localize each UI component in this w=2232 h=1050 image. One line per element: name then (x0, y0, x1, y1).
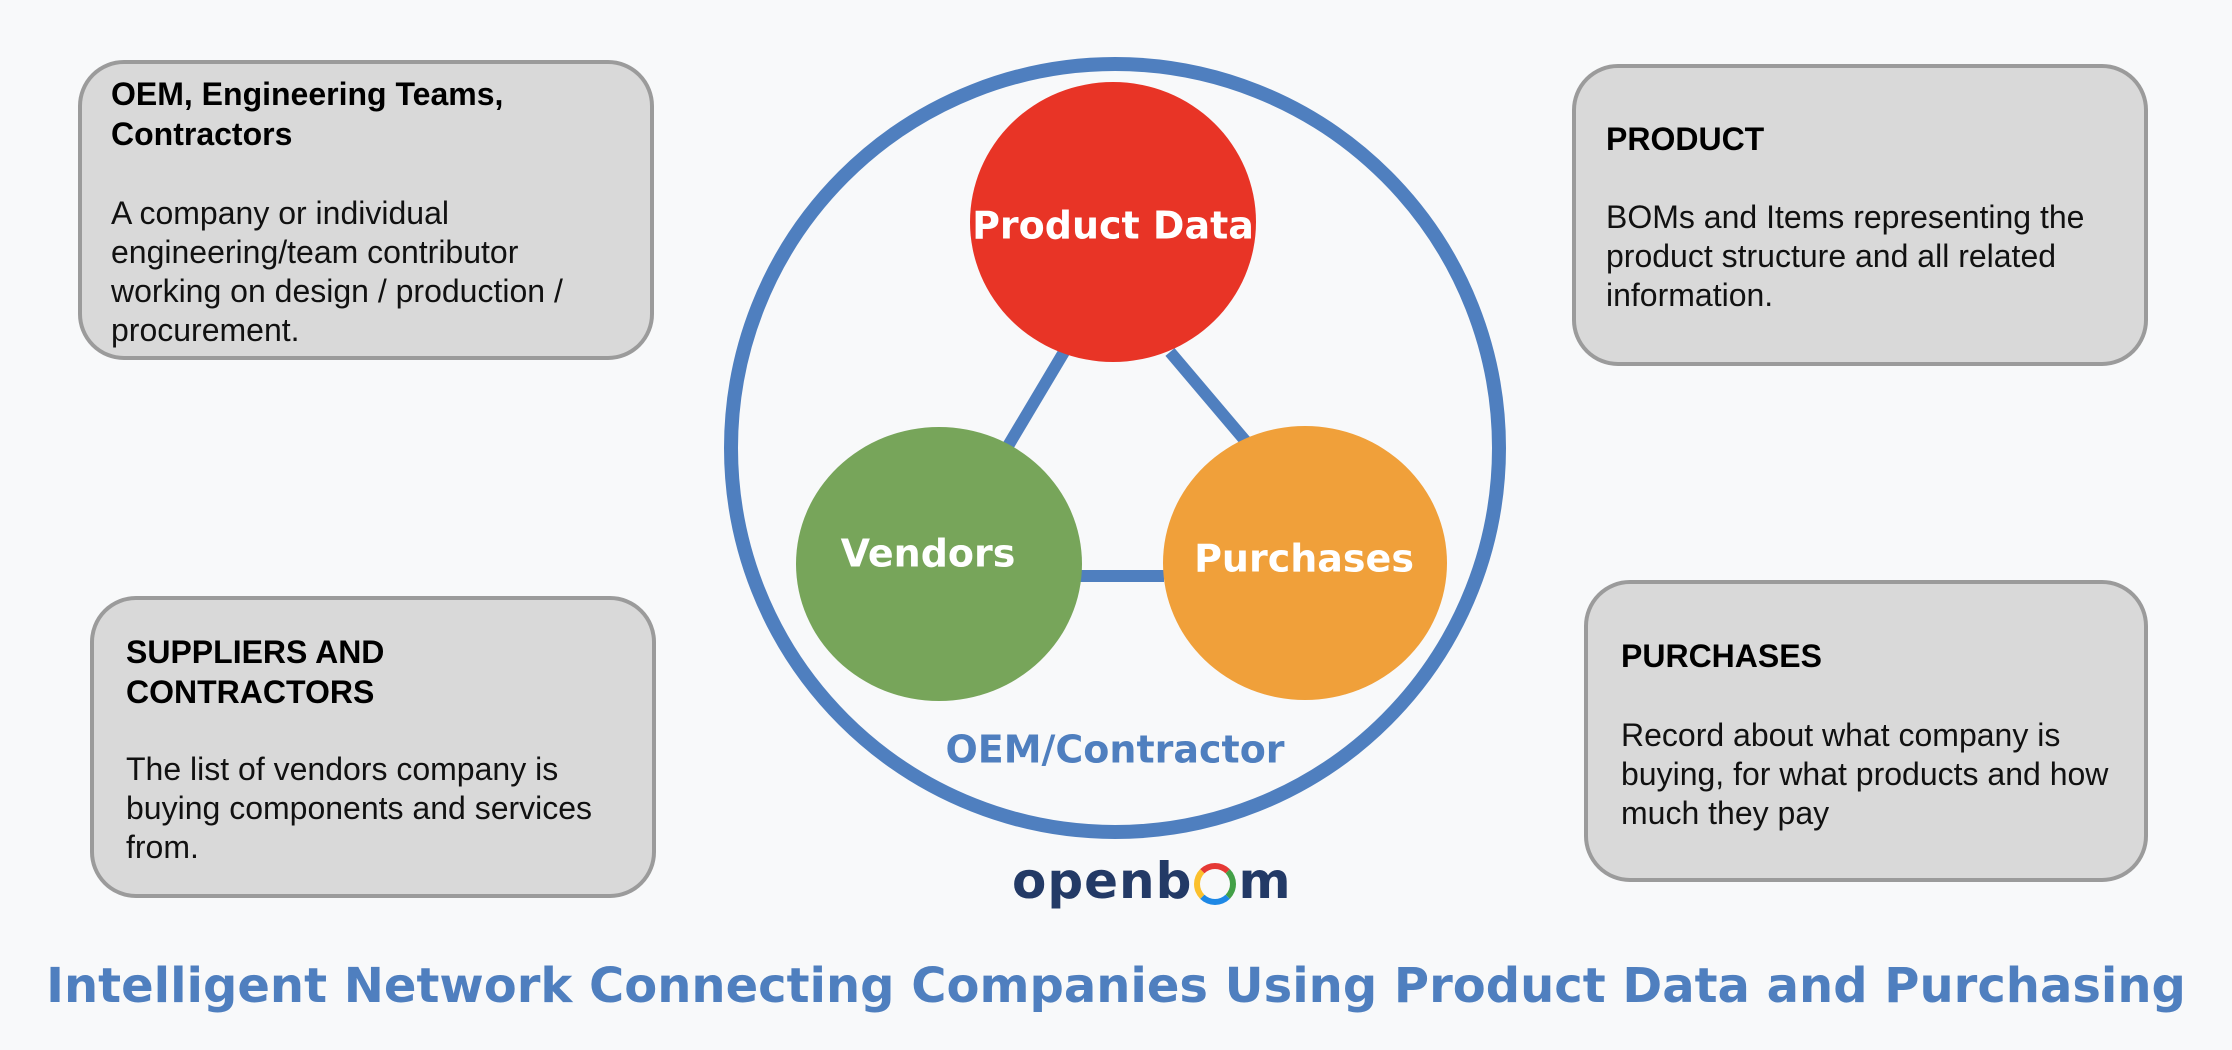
suppliers-card-description: The list of vendors company is buying co… (126, 751, 593, 865)
purchases-node-label: Purchases (1194, 537, 1414, 581)
logo-text-start: openb (1012, 852, 1193, 910)
vendors-node-label: Vendors (841, 532, 1016, 576)
purchases-card-title: PURCHASES (1621, 638, 1822, 674)
ring-label: OEM/Contractor (945, 728, 1284, 772)
connector-product-vendors (1002, 348, 1070, 450)
purchases-node (1163, 426, 1447, 700)
product-data-node-label: Product Data (972, 204, 1254, 248)
product-card-description: BOMs and Items representing the product … (1606, 199, 2085, 313)
purchases-card-description: Record about what company is buying, for… (1621, 717, 2109, 831)
suppliers-card-title: SUPPLIERS AND CONTRACTORS (126, 634, 385, 710)
product-card: PRODUCT BOMs and Items representing the … (1572, 64, 2148, 366)
product-card-title: PRODUCT (1606, 121, 1765, 157)
oem-card: OEM, Engineering Teams, Contractors A co… (78, 60, 654, 360)
logo-text-end: m (1238, 852, 1292, 910)
vendors-node (796, 427, 1082, 701)
connector-product-purchases (1165, 348, 1253, 448)
purchases-card: PURCHASES Record about what company is b… (1584, 580, 2148, 882)
product-data-node (970, 82, 1256, 362)
suppliers-card: SUPPLIERS AND CONTRACTORS The list of ve… (90, 596, 656, 898)
oem-card-description: A company or individual engineering/team… (111, 195, 563, 348)
footer-title: Intelligent Network Connecting Companies… (46, 958, 2186, 1014)
logo-ring-icon (1194, 863, 1237, 905)
oem-card-title: OEM, Engineering Teams, Contractors (111, 76, 504, 152)
oem-contractor-ring (724, 57, 1506, 839)
